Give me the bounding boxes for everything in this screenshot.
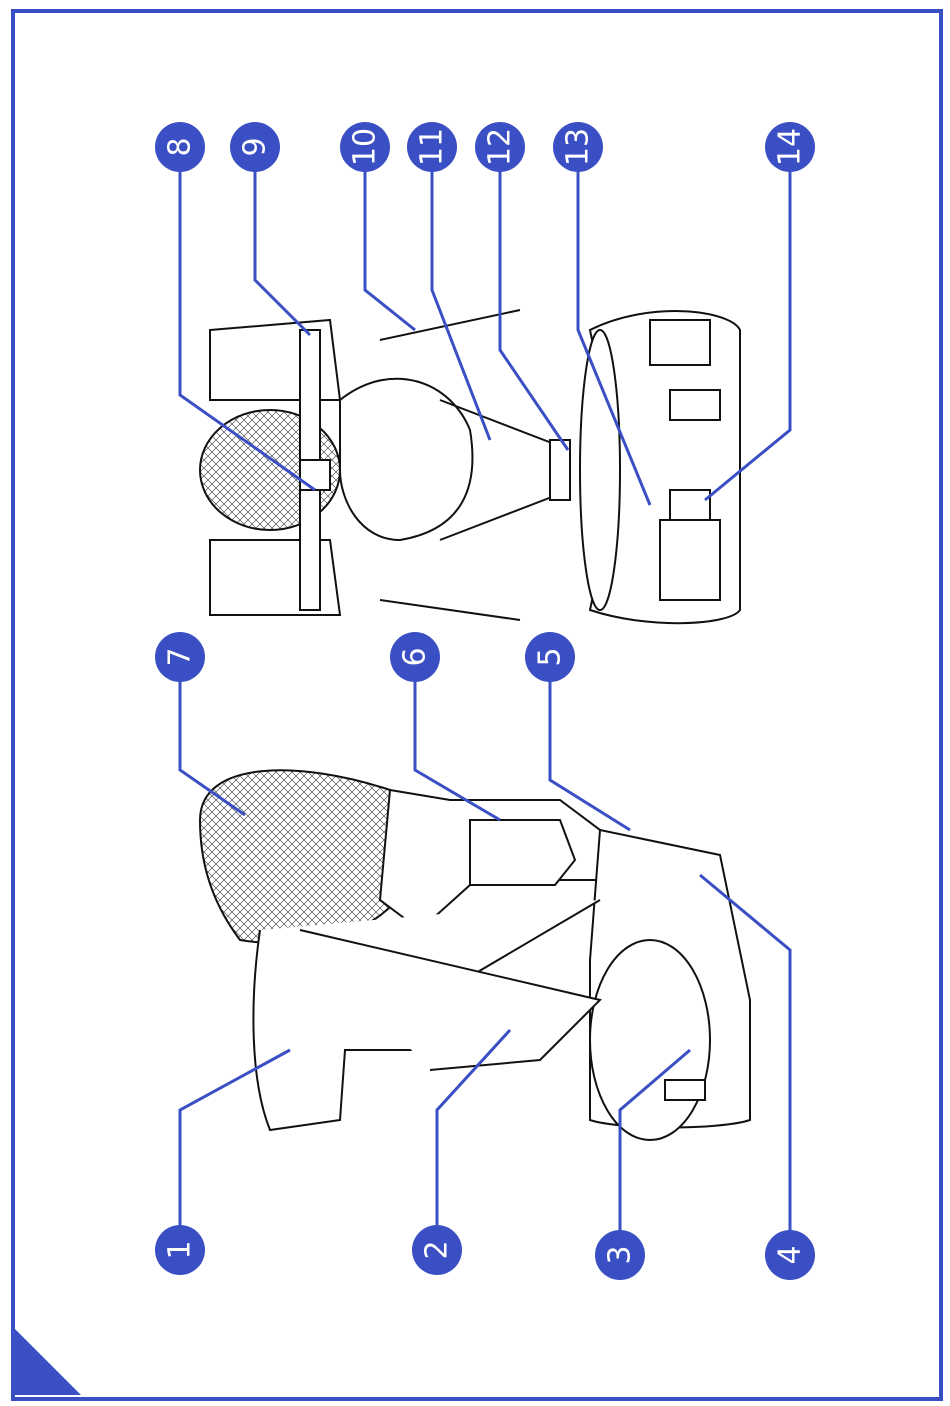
callout-2: 2 xyxy=(412,1225,462,1275)
side-view-illustration xyxy=(198,769,751,1141)
callout-4: 4 xyxy=(765,1230,815,1280)
svg-text:5: 5 xyxy=(533,647,568,666)
svg-text:4: 4 xyxy=(773,1245,808,1264)
svg-text:10: 10 xyxy=(348,128,383,166)
callout-10: 10 xyxy=(340,122,390,172)
svg-text:7: 7 xyxy=(163,647,198,666)
callout-8: 8 xyxy=(155,122,205,172)
svg-text:1: 1 xyxy=(163,1240,198,1259)
corner-triangle xyxy=(13,1327,81,1395)
svg-text:2: 2 xyxy=(420,1240,455,1259)
svg-text:9: 9 xyxy=(238,137,273,156)
svg-text:11: 11 xyxy=(415,128,450,166)
callout-1: 1 xyxy=(155,1225,205,1275)
callout-11: 11 xyxy=(407,122,457,172)
callout-3: 3 xyxy=(595,1230,645,1280)
page-border xyxy=(11,9,943,1401)
callout-13: 13 xyxy=(553,122,603,172)
svg-text:14: 14 xyxy=(773,128,808,166)
leader-lines xyxy=(178,160,792,1240)
callout-12: 12 xyxy=(475,122,525,172)
callout-9: 9 xyxy=(230,122,280,172)
callout-14: 14 xyxy=(765,122,815,172)
svg-text:3: 3 xyxy=(603,1245,638,1264)
svg-text:13: 13 xyxy=(561,128,596,166)
svg-text:12: 12 xyxy=(483,128,518,166)
callout-6: 6 xyxy=(390,632,440,682)
svg-text:6: 6 xyxy=(398,647,433,666)
callout-7: 7 xyxy=(155,632,205,682)
svg-text:8: 8 xyxy=(163,137,198,156)
callout-5: 5 xyxy=(525,632,575,682)
top-view-illustration xyxy=(199,309,741,625)
